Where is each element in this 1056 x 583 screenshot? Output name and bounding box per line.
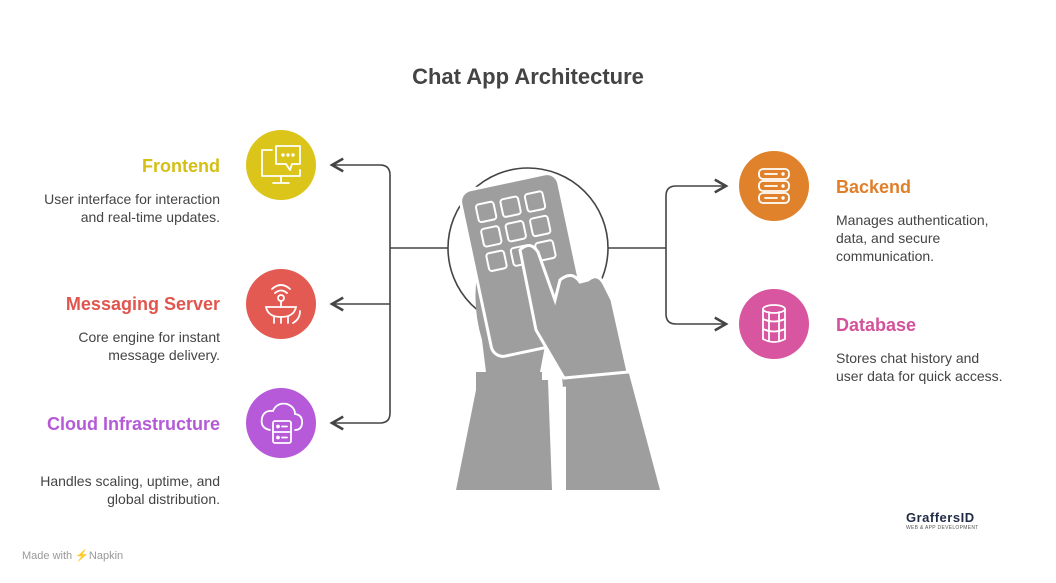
cloud-description: Handles scaling, uptime, and global dist… xyxy=(40,473,220,507)
cloud-title: Cloud Infrastructure xyxy=(46,414,220,434)
server-rack-icon xyxy=(739,151,809,221)
frontend-title: Frontend xyxy=(142,156,220,176)
messaging-description: Core engine for instant message delivery… xyxy=(78,329,220,363)
database-title: Database xyxy=(836,315,917,335)
monitor-chat-icon xyxy=(246,130,316,200)
napkin-icon: ⚡ xyxy=(75,550,89,562)
backend-description: Manages authentication, data, and secure… xyxy=(836,212,989,264)
left-connector xyxy=(329,157,448,431)
right-connector xyxy=(608,178,729,332)
database-icon xyxy=(739,289,809,359)
page-title: Chat App Architecture xyxy=(412,64,644,89)
hand-holding-phone-icon xyxy=(447,167,660,490)
database-description: Stores chat history and user data for qu… xyxy=(836,350,1003,384)
napkin-footer[interactable]: Made with ⚡Napkin xyxy=(22,550,124,562)
backend-title: Backend xyxy=(836,177,912,197)
frontend-description: User interface for interaction and real-… xyxy=(44,191,220,225)
cloud-server-icon xyxy=(246,388,316,458)
messaging-title: Messaging Server xyxy=(65,294,220,314)
satellite-dish-icon xyxy=(246,269,316,339)
